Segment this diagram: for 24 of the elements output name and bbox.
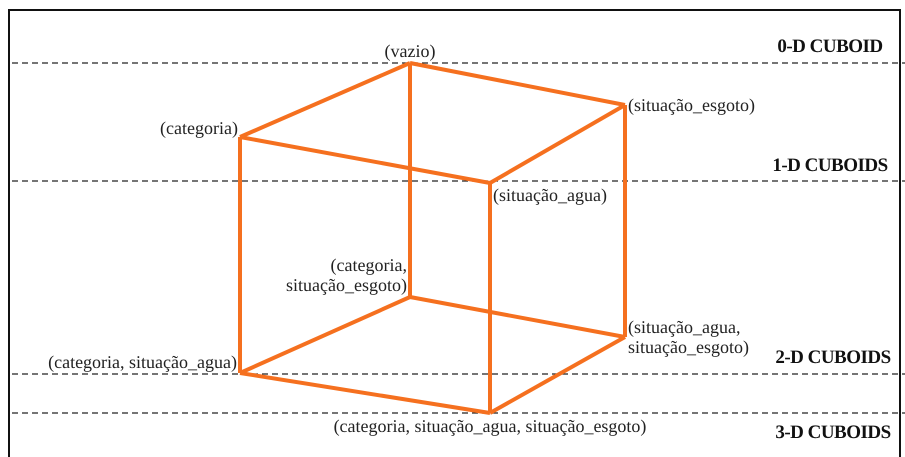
cuboid-label: (categoria, situação_agua) <box>48 352 237 372</box>
cube-edge <box>240 135 490 185</box>
cube-edge <box>239 61 411 139</box>
cuboid-label: (categoria, situação_esgoto) <box>267 255 407 295</box>
cube-edge <box>410 295 626 339</box>
cuboid-label: (categoria, situação_agua, situação_esgoto) <box>334 416 646 436</box>
cube-edge <box>489 335 626 415</box>
cube-edge <box>238 137 242 373</box>
cube-edge <box>240 371 490 415</box>
cuboid-label: (categoria) <box>160 118 238 138</box>
cuboid-label: (situação_agua) <box>493 185 607 205</box>
cuboid-label: (situação_esgoto) <box>628 95 755 115</box>
level-label: 2-D CUBOIDS <box>775 347 891 369</box>
level-label: 0-D CUBOID <box>777 36 883 58</box>
cube-edge <box>410 61 626 107</box>
level-label: 1-D CUBOIDS <box>772 155 888 177</box>
cube-edge <box>489 103 626 185</box>
cube-edge <box>623 105 627 337</box>
cube-edge <box>239 295 411 375</box>
cube-edge <box>408 63 412 297</box>
cuboid-label: (situação_agua, situação_esgoto) <box>628 317 768 357</box>
level-label: 3-D CUBOIDS <box>775 422 891 444</box>
cuboid-label: (vazio) <box>384 41 436 61</box>
cube-edge <box>488 183 492 413</box>
